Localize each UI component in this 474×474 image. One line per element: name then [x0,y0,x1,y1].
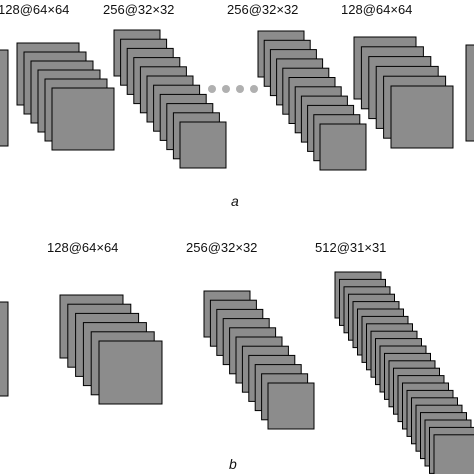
row-b-label-2: 256@32×32 [186,240,258,255]
panel-label-b: b [229,456,237,472]
ellipsis-dot [208,85,216,93]
row-b-stack-1-map-1 [0,301,9,397]
row-a-stack-1-map-1b [0,49,9,147]
row-a-stack-6-map-1 [465,44,474,142]
row-b-stack-2-map-6 [98,340,163,405]
ellipsis-dot [250,85,258,93]
row-a-label-4: 128@64×64 [341,2,413,17]
row-a-label-3: 256@32×32 [227,2,299,17]
row-a-stack-4-map-11 [319,123,367,171]
panel-label-a: a [231,193,239,209]
row-b-stack-4-map-23 [433,434,474,474]
row-b-label-1: 128@64×64 [47,240,119,255]
ellipsis-dot [236,85,244,93]
row-b-stack-3-map-11 [267,382,315,430]
row-a-stack-2-map-6 [51,87,115,151]
row-a-label-1: 128@64×64 [0,2,70,17]
row-a-stack-3-map-11 [179,121,227,169]
ellipsis-dot [222,85,230,93]
row-b-label-3: 512@31×31 [315,240,387,255]
row-a-label-2: 256@32×32 [103,2,175,17]
row-a-stack-5-map-6 [390,85,454,149]
